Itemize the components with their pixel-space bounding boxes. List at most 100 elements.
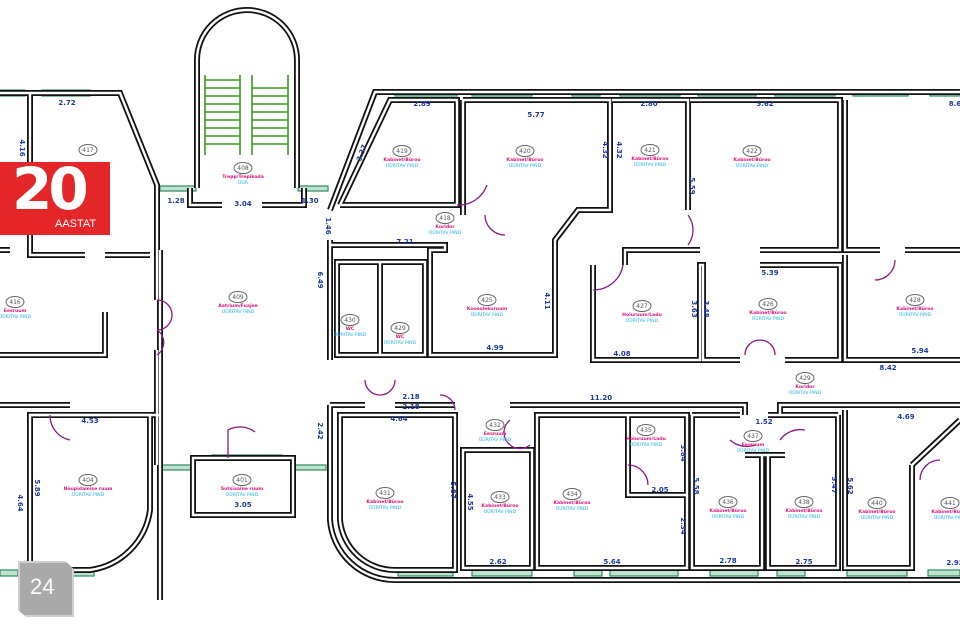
room-area-type: ÜÜRITAV PIND xyxy=(737,447,770,454)
dimension-label: 5.58 xyxy=(692,477,700,494)
room-name: Eesruum xyxy=(4,308,27,314)
room-name: Trepp/Trepikoda xyxy=(222,174,264,180)
room-number-badge xyxy=(718,496,738,508)
room-number-badge xyxy=(340,314,360,326)
room-number: 430 xyxy=(344,317,356,324)
room-name: Kabinet/Büroo xyxy=(749,310,786,316)
room-name: Kabinet/Büroo xyxy=(506,157,543,163)
room-name: Aatrium/Fuajee xyxy=(218,303,258,309)
logo-text: AASTAT xyxy=(55,218,97,230)
room-number: 441 xyxy=(944,500,956,507)
room-number: 437 xyxy=(747,433,759,440)
dimension-label: 8.6 xyxy=(949,100,960,108)
room-area-type: ÜÜRITAV PIND xyxy=(334,331,367,338)
room-number: 404 xyxy=(82,477,94,484)
room-number-badge xyxy=(485,419,505,431)
room-area-type: ÜÜRITAV PIND xyxy=(386,162,419,169)
room-area-type: ÜÜRITAV PIND xyxy=(630,441,663,448)
room-area-type: ÜÜRITAV PIND xyxy=(752,315,785,322)
room-number-badge xyxy=(742,145,762,157)
logo-number: 20 xyxy=(12,162,89,223)
room-name: Kabinet/Büroo xyxy=(383,157,420,163)
room-number: 431 xyxy=(379,490,391,497)
room-name: Hoiuruum/Ladu xyxy=(626,436,666,442)
room-area-type: ÜÜRITAV PIND xyxy=(899,311,932,318)
room-name: Kabinet/Büroo xyxy=(366,499,403,505)
room-area-type: ÜÜRITAV PIND xyxy=(861,514,894,521)
dimension-label: 5.39 xyxy=(761,269,778,277)
dimension-label: 2.05 xyxy=(651,486,668,494)
room-number-badge xyxy=(794,496,814,508)
dimension-label: 3.05 xyxy=(234,501,251,509)
room-area-type: ÜÜRITAV PIND xyxy=(72,491,105,498)
dimension-label: 2.18 xyxy=(402,403,419,411)
room-area-type: ÜÜRITAV PIND xyxy=(369,504,402,511)
dimension-label: 5.64 xyxy=(603,558,620,566)
room-number-badge xyxy=(490,491,510,503)
room-number: 401 xyxy=(236,477,248,484)
room-area-type: ÜÜRITAV PIND xyxy=(222,308,255,315)
room-area-type: ÜÜRITAV PIND xyxy=(384,339,417,346)
room-number: 434 xyxy=(566,491,578,498)
room-label: 417 xyxy=(78,144,98,156)
dimension-label: 2.75 xyxy=(795,558,812,566)
dimension-label: 4.99 xyxy=(486,344,503,352)
room-number-badge xyxy=(640,144,660,156)
dimension-label: 3.84 xyxy=(679,444,687,461)
room-name: Kabinet/Büroo xyxy=(631,156,668,162)
room-name: Hoiuruum/Ladu xyxy=(622,312,662,318)
room-name: Koridor xyxy=(795,384,815,390)
room-area-type: ÜÜRITAV PIND xyxy=(626,317,659,324)
room-area-type: ÜÜRITAV PIND xyxy=(471,311,504,318)
room-area-type: ÜÜRITAV PIND xyxy=(712,513,745,520)
room-area-type: ÜÜRITAV PIND xyxy=(556,505,589,512)
room-number-badge xyxy=(632,300,652,312)
room-number: 427 xyxy=(636,303,648,310)
room-number: 428 xyxy=(909,297,921,304)
dimension-label: 5.62 xyxy=(756,100,773,108)
dimension-label: 1.46 xyxy=(324,217,332,234)
dimension-label: 4.16 xyxy=(18,139,26,156)
room-number-badge xyxy=(375,487,395,499)
room-number-badge xyxy=(477,294,497,306)
room-name: Kabinet/Büroo xyxy=(553,500,590,506)
room-number-badge xyxy=(392,145,412,157)
room-number-badge xyxy=(515,145,535,157)
watermark-badge: 24 xyxy=(18,561,74,617)
dimension-label: 2.80 xyxy=(640,100,657,108)
dimension-label: 3.04 xyxy=(234,200,251,208)
room-number: 425 xyxy=(481,297,493,304)
room-name: Kabinet/Büroo xyxy=(931,509,960,515)
room-name: Kabinet/Büroo xyxy=(709,508,746,514)
room-name: WC xyxy=(396,334,405,340)
dimension-label: 1.30 xyxy=(301,197,318,205)
room-number: 421 xyxy=(644,147,656,154)
room-number: 408 xyxy=(237,165,249,172)
room-number: 416 xyxy=(9,299,21,306)
room-number: 429 xyxy=(799,375,811,382)
dimension-label: 4.55 xyxy=(466,493,474,510)
room-number: 435 xyxy=(640,427,652,434)
dimension-label: 1.28 xyxy=(167,197,184,205)
room-number-badge xyxy=(758,298,778,310)
room-number-badge xyxy=(390,322,410,334)
room-number-badge xyxy=(228,291,248,303)
room-name: Eesruum xyxy=(742,442,765,448)
dimension-label: 4.08 xyxy=(613,350,630,358)
dimension-label: 3.63 xyxy=(690,300,698,317)
dimension-label: 2.42 xyxy=(316,422,324,439)
room-number: 417 xyxy=(82,147,94,154)
